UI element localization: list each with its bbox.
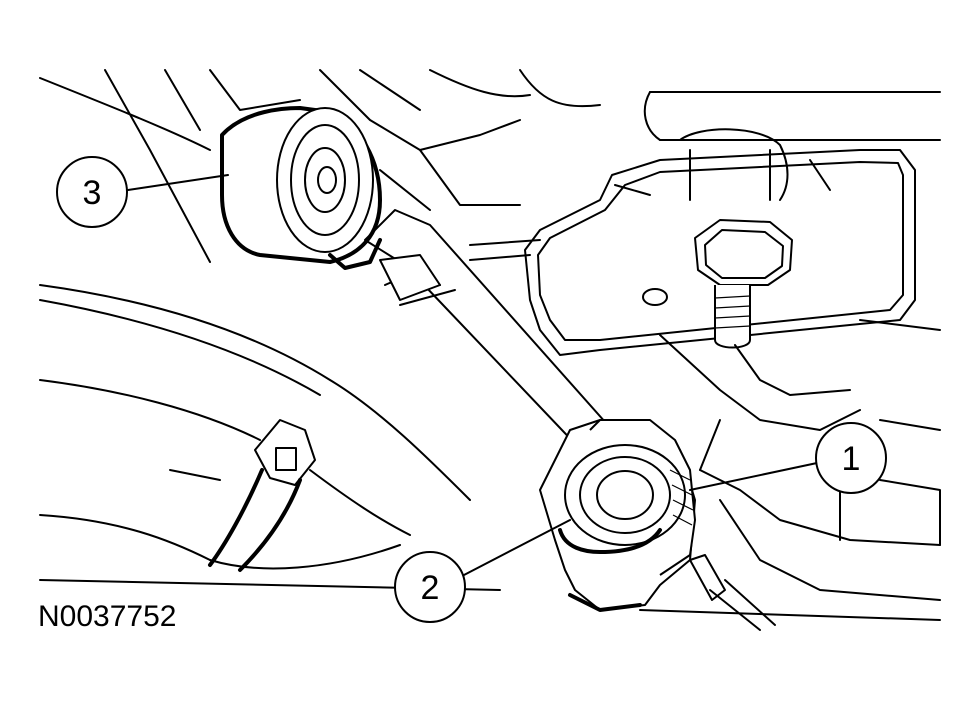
callout-3-number: 3 [83, 174, 102, 212]
figure-id-label: N0037752 [38, 600, 177, 633]
chassis-outline [39, 69, 941, 263]
callout-2-number: 2 [421, 569, 440, 607]
stabilizer-link [364, 209, 631, 471]
callout-2: 2 [394, 551, 466, 623]
leader-3 [127, 174, 229, 191]
pipe-clamp [208, 419, 316, 572]
leader-lines [127, 174, 818, 576]
bolt-nut [694, 219, 793, 349]
upper-link-end [220, 106, 382, 270]
callout-1: 1 [815, 422, 887, 494]
callout-1-number: 1 [842, 440, 861, 478]
lower-link-end [539, 419, 776, 631]
exhaust-pipe [39, 284, 501, 591]
leader-1 [689, 462, 818, 491]
callout-3: 3 [56, 156, 128, 228]
leader-2 [463, 519, 571, 576]
mount-plate [469, 128, 916, 356]
